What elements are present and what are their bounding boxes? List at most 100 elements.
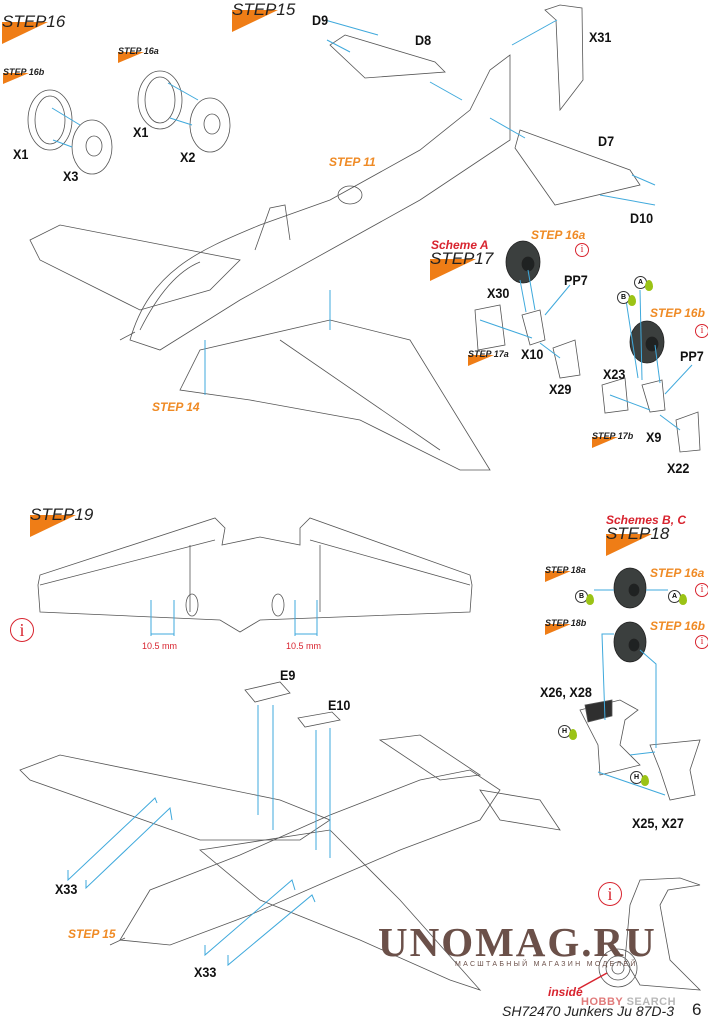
- part-label-pp7: PP7: [680, 348, 704, 364]
- info-icon: i: [10, 618, 34, 642]
- watermark-unomag: UNOMAG.RU: [378, 919, 657, 965]
- gear-fairings-scheme-bc: [579, 699, 701, 801]
- fairing-e9: [244, 681, 291, 703]
- step-16b-label: STEP 16b: [3, 67, 44, 84]
- step-flag: [592, 437, 618, 448]
- dimension-label-right: 10.5 mm: [286, 641, 322, 651]
- page-number: 6: [692, 1000, 702, 1019]
- marker-b: B: [575, 590, 588, 603]
- info-icon: i: [695, 324, 708, 338]
- wing-right-upper: [179, 319, 491, 471]
- step-16-label: STEP16: [2, 12, 65, 44]
- part-label-x1: X1: [133, 124, 149, 140]
- step-flag: [468, 355, 494, 366]
- tire-x2: [189, 97, 231, 153]
- watermark-subtitle: МАСШТАБНЫЙ МАГАЗИН МОДЕЛЕЙ: [455, 961, 638, 968]
- part-label-e10: E10: [328, 697, 351, 713]
- part-label-x26-x28: X26, X28: [540, 684, 592, 700]
- scheme-a-label: Scheme A: [431, 238, 489, 252]
- glue-drop-icon: [569, 729, 577, 740]
- step-15-label: STEP15: [232, 0, 295, 32]
- step-19-label: STEP19: [30, 505, 93, 537]
- wing-underside: [37, 517, 473, 633]
- part-label-x31: X31: [589, 29, 612, 45]
- info-icon: i: [598, 882, 622, 906]
- step-17a-label: STEP 17a: [468, 349, 509, 366]
- info-icon: i: [695, 583, 708, 597]
- footer-kit-title: SH72470 Junkers Ju 87D-3: [502, 1003, 674, 1019]
- step-flag: [430, 259, 476, 281]
- step-16a-label: STEP 16a: [118, 46, 159, 63]
- tire-scheme-a-16a: [505, 240, 541, 284]
- part-label-x30: X30: [487, 285, 510, 301]
- info-icon: i: [695, 635, 708, 649]
- step-16b-reference-scheme-a: STEP 16b: [650, 306, 705, 320]
- antenna-mast-x31: [544, 4, 584, 112]
- glue-drop-icon: [641, 775, 649, 786]
- wheel-hub-x1-right: [137, 70, 183, 130]
- step-flag: [545, 624, 571, 635]
- step-14-reference: STEP 14: [152, 400, 200, 414]
- tire-scheme-bc-16a: [613, 567, 647, 609]
- glue-drop-icon: [586, 594, 594, 605]
- part-label-d10: D10: [630, 210, 654, 226]
- dimension-label-left: 10.5 mm: [142, 641, 178, 651]
- part-label-x9: X9: [646, 429, 662, 445]
- part-label-x22: X22: [667, 460, 690, 476]
- tire-scheme-bc-16b: [613, 621, 647, 663]
- step-flag: [30, 515, 76, 537]
- part-label-e9: E9: [280, 667, 296, 683]
- part-label-x25-x27: X25, X27: [632, 815, 684, 831]
- part-label-x23: X23: [603, 366, 626, 382]
- step-flag: [232, 10, 278, 32]
- step-16b-reference-scheme-bc: STEP 16b: [650, 619, 705, 633]
- step-flag: [3, 73, 29, 84]
- fuselage-upper: [119, 54, 511, 351]
- glue-drop-icon: [679, 594, 687, 605]
- marker-h: H: [630, 771, 643, 784]
- part-label-x29: X29: [549, 381, 572, 397]
- part-label-x3: X3: [63, 168, 79, 184]
- step-16a-reference-scheme-bc: STEP 16a: [650, 566, 705, 580]
- step-11-reference: STEP 11: [329, 155, 376, 169]
- tire-x3: [71, 119, 113, 175]
- fuselage-lower: [19, 734, 561, 991]
- inside-note: inside: [548, 985, 583, 999]
- underside-arrows: [67, 705, 331, 967]
- part-label-x10: X10: [521, 346, 544, 362]
- gear-legs-scheme-a: [474, 304, 701, 453]
- glue-drop-icon: [628, 295, 636, 306]
- step-18a-label: STEP 18a: [545, 565, 586, 582]
- part-label-d9: D9: [312, 12, 329, 28]
- dimension-lines: [150, 600, 318, 636]
- step-flag: [545, 571, 571, 582]
- step-flag: [2, 22, 48, 44]
- step-17b-label: STEP 17b: [592, 431, 633, 448]
- part-label-pp7: PP7: [564, 272, 588, 288]
- tail-wheel-detail: [598, 877, 702, 991]
- fairing-e10: [297, 711, 341, 728]
- gear-arrows-scheme-a: [479, 269, 693, 431]
- glue-drop-icon: [645, 280, 653, 291]
- step-flag: [606, 534, 652, 556]
- part-label-d8: D8: [415, 32, 432, 48]
- inside-pointer: [577, 972, 608, 990]
- hobby-search-watermark: HOBBY SEARCH: [581, 996, 677, 1008]
- part-label-x1: X1: [13, 146, 29, 162]
- gear-arrows-scheme-bc: [594, 589, 668, 796]
- step-flag: [118, 52, 144, 63]
- step-16a-reference-scheme-a: STEP 16a: [531, 228, 586, 242]
- step-15-reference: STEP 15: [68, 927, 116, 941]
- elevator-d7: [514, 129, 641, 206]
- step-18-label: STEP18: [606, 524, 669, 556]
- tail-arrows: [204, 19, 656, 395]
- wheel-hub-x1-left: [27, 89, 73, 151]
- step-17-label: STEP17: [430, 249, 493, 281]
- step-18b-label: STEP 18b: [545, 618, 586, 635]
- schemes-bc-label: Schemes B, C: [606, 513, 687, 527]
- wing-left-upper: [29, 224, 241, 311]
- part-label-d7: D7: [598, 133, 615, 149]
- wheel-arrows: [51, 82, 199, 148]
- part-label-x33: X33: [194, 964, 217, 980]
